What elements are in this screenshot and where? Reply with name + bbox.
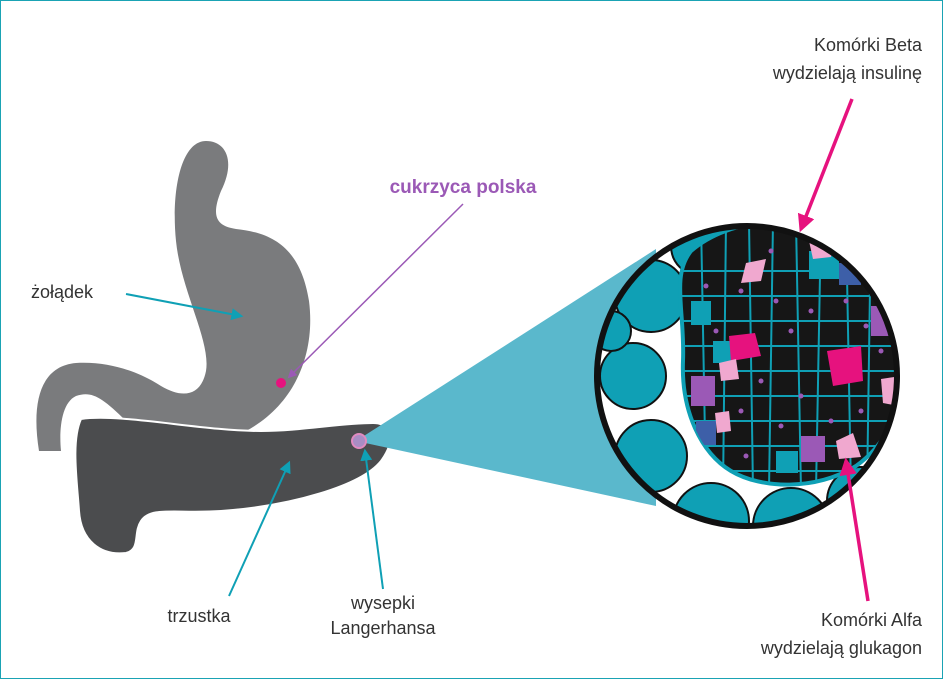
cukrzyca-marker-dot: [276, 378, 286, 388]
alpha-label-line-1: Komórki Alfa: [821, 610, 923, 630]
stomach-label: żołądek: [31, 282, 94, 302]
pancreas-shape: [75, 418, 390, 554]
pancreas-label: trzustka: [167, 606, 231, 626]
islets-label-line-1: wysepki: [350, 593, 415, 613]
islets-label-line-2: Langerhansa: [330, 618, 436, 638]
cukrzyca-arrow: [289, 204, 463, 377]
beta-label-line-1: Komórki Beta: [814, 35, 923, 55]
alpha-label-line-2: wydzielają glukagon: [760, 638, 922, 658]
islet-arrow: [365, 451, 383, 589]
islet-marker-dot: [352, 434, 366, 448]
beta-label-line-2: wydzielają insulinę: [772, 63, 922, 83]
magnified-islet: [591, 201, 911, 564]
beta-arrow: [801, 99, 852, 229]
title-label: cukrzyca polska: [390, 177, 537, 198]
